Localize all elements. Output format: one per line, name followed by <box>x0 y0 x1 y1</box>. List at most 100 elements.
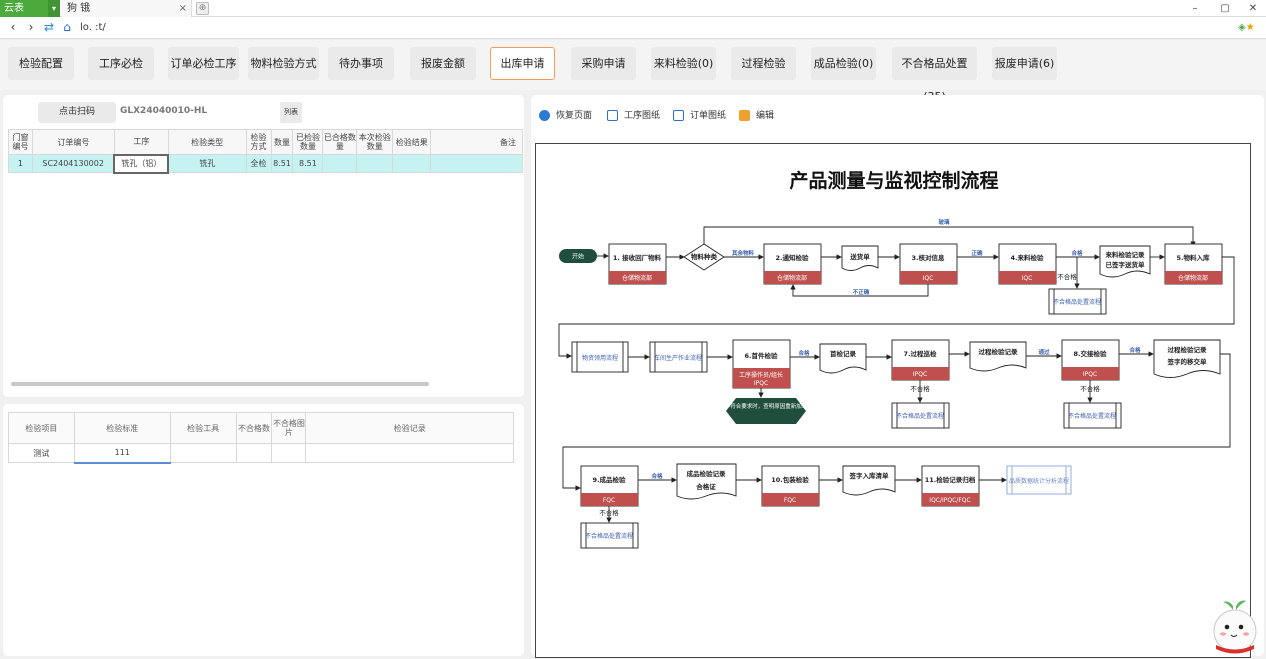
nav-button-11[interactable]: 不合格品处置(35) <box>892 47 977 103</box>
brand-dropdown-icon[interactable]: ▾ <box>48 0 60 17</box>
order-cell[interactable]: 铣孔（铝） <box>113 153 170 174</box>
order-cell[interactable]: 全检 <box>245 154 272 173</box>
glass-label: 玻璃 <box>938 218 950 226</box>
order-cell[interactable]: 1 <box>8 154 33 173</box>
order-drawing-button[interactable]: 订单图纸 <box>673 108 726 124</box>
order-cell[interactable]: 8.51 <box>292 154 324 173</box>
order-col-header[interactable]: 门窗编号 <box>8 129 33 155</box>
glass-path <box>703 226 1196 247</box>
doc-final-record-label: 成品检验记录 <box>687 469 727 478</box>
nav-button-8[interactable]: 来料检验(0) <box>651 47 716 80</box>
scan-button[interactable]: 点击扫码 <box>38 102 116 123</box>
order-cell[interactable] <box>430 154 523 173</box>
fail-label: 不合格 <box>599 508 619 517</box>
tab-close-icon[interactable]: × <box>178 3 187 14</box>
home-icon[interactable]: ⌂ <box>63 20 71 34</box>
refresh-icon[interactable]: ⇄ <box>43 20 55 34</box>
browser-tab[interactable]: 狗 锇× <box>62 0 192 17</box>
doc-process-record-2-label: 过程检验记录 <box>1168 345 1208 354</box>
flow-title: 产品测量与监视控制流程 <box>789 169 998 192</box>
node-2-role <box>764 271 821 284</box>
decision-material <box>683 243 725 271</box>
address-bar: ‹ › ⇄ ⌂ lo. :t/ ◈★ <box>0 17 1266 39</box>
inspect-cell[interactable]: 测试 <box>8 443 75 463</box>
ng-flow-4-label: 不合格品处置流程 <box>585 532 633 540</box>
order-col-header[interactable]: 本次检验数量 <box>356 129 394 155</box>
node-8-label: 8.交接检验 <box>1074 349 1107 358</box>
order-table: 门窗编号订单编号工序检验类型检验方式数量已检验数量已合格数量本次检验数量检验结果… <box>8 129 523 174</box>
list-button[interactable]: 列表 <box>280 102 302 123</box>
forward-icon[interactable]: › <box>28 20 34 34</box>
order-col-header[interactable]: 数量 <box>270 129 294 155</box>
flowchart-canvas: .t{font-family:"DejaVu Sans",sans-serif;… <box>535 143 1251 658</box>
nav-button-10[interactable]: 成品检验(0) <box>811 47 876 80</box>
nav-button-6[interactable]: 出库申请 <box>490 47 555 80</box>
node-3-role <box>900 271 957 284</box>
process-drawing-button[interactable]: 工序图纸 <box>607 108 660 124</box>
material-flow <box>571 341 629 373</box>
inspect-cell[interactable]: 111 <box>73 443 171 464</box>
new-tab-icon[interactable]: ⊕ <box>196 2 209 15</box>
order-cell[interactable]: 8.51 <box>270 154 294 173</box>
doc-first-record <box>819 343 867 374</box>
order-col-header[interactable]: 检验方式 <box>245 129 272 155</box>
back-icon[interactable]: ‹ <box>10 20 16 34</box>
minimize-icon[interactable]: – <box>1192 3 1198 14</box>
order-cell[interactable] <box>322 154 358 173</box>
restore-page-button[interactable]: 恢复页面 <box>539 108 592 124</box>
horizontal-scrollbar[interactable] <box>11 382 429 386</box>
order-panel: 点击扫码 GLX24040010-HL 列表 门窗编号订单编号工序检验类型检验方… <box>3 95 524 397</box>
order-col-header[interactable]: 工序 <box>113 129 169 155</box>
other-material-label: 其余物料 <box>732 249 755 257</box>
order-col-header[interactable]: 检验结果 <box>392 129 432 155</box>
order-col-header[interactable]: 已检验数量 <box>292 129 324 155</box>
inspect-cell[interactable] <box>235 443 273 463</box>
nav-button-5[interactable]: 报废金额 <box>410 47 476 80</box>
node-7-role <box>892 367 949 380</box>
pass-label: 合格 <box>651 472 663 480</box>
inspect-col-header: 不合格图片 <box>271 412 307 444</box>
drawing-panel: 恢复页面 工序图纸 订单图纸 编辑 .t{font-family:"DejaVu… <box>531 95 1264 658</box>
order-cell[interactable]: 铣孔 <box>167 154 247 173</box>
order-col-header[interactable]: 备注 <box>430 129 523 155</box>
edit-button[interactable]: 编辑 <box>739 108 774 124</box>
url-field[interactable]: lo. :t/ <box>80 22 106 33</box>
browser-titlebar: 云表 ▾ 狗 锇× ⊕ – ▢ ✕ <box>0 0 1266 17</box>
inspect-col-header: 检验工具 <box>169 412 237 444</box>
node-1-role-label: 仓储物流部 <box>622 274 652 282</box>
close-window-icon[interactable]: ✕ <box>1248 3 1258 14</box>
inspect-col-header: 检验记录 <box>305 412 514 444</box>
node-10-role <box>762 493 819 506</box>
node-4-role-label: IQC <box>1022 275 1033 282</box>
order-cell[interactable]: SC2404130002 <box>31 154 115 173</box>
inspect-cell[interactable] <box>305 443 514 463</box>
brand-menu-button[interactable]: 云表 <box>0 0 48 17</box>
order-cell[interactable] <box>356 154 394 173</box>
nav-button-2[interactable]: 订单必检工序 <box>168 47 239 80</box>
order-drawing-label: 订单图纸 <box>690 111 727 121</box>
order-col-header[interactable]: 已合格数量 <box>322 129 358 155</box>
node-3-label: 3.核对信息 <box>912 253 945 262</box>
node-1-label: 1. 接收回厂物料 <box>613 253 662 262</box>
process-flowchart: .t{font-family:"DejaVu Sans",sans-serif;… <box>558 169 1235 549</box>
node-2-label: 2.通知检验 <box>776 253 809 262</box>
order-col-header[interactable]: 检验类型 <box>167 129 247 155</box>
nav-button-4[interactable]: 待办事项 <box>328 47 394 80</box>
inspect-cell[interactable] <box>271 443 307 463</box>
nav-button-0[interactable]: 检验配置 <box>8 47 74 80</box>
material-flow-label: 物资领用流程 <box>582 354 618 362</box>
extension-icons[interactable]: ◈★ <box>1238 22 1255 33</box>
order-cell[interactable] <box>392 154 432 173</box>
nav-button-3[interactable]: 物料检验方式 <box>248 47 319 80</box>
fail-label: 不合格 <box>1080 384 1100 393</box>
order-col-header[interactable]: 订单编号 <box>31 129 115 155</box>
nav-button-1[interactable]: 工序必检 <box>88 47 154 80</box>
nav-button-9[interactable]: 过程检验 <box>731 47 796 80</box>
inspect-cell[interactable] <box>169 443 237 463</box>
nav-button-12[interactable]: 报废申请(6) <box>992 47 1057 80</box>
maximize-icon[interactable]: ▢ <box>1220 3 1230 14</box>
node-9-role <box>581 493 638 506</box>
nav-button-7[interactable]: 采购申请 <box>571 47 636 80</box>
